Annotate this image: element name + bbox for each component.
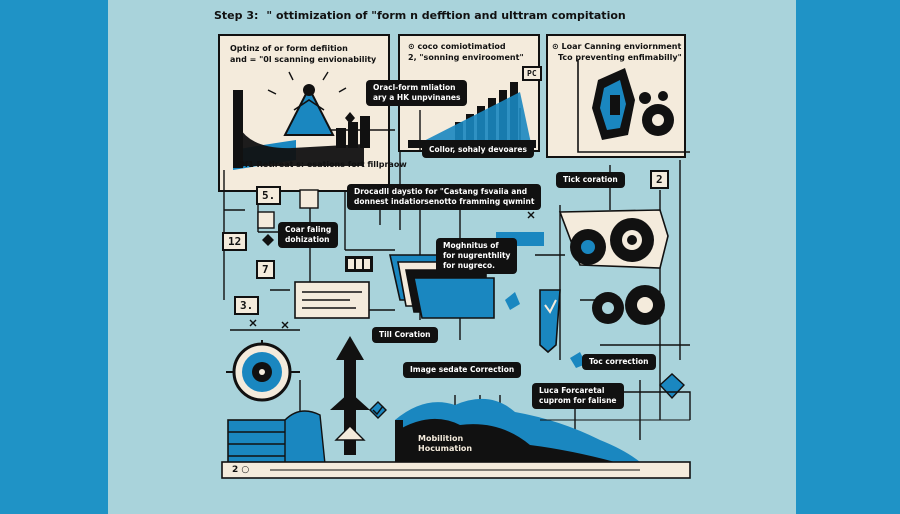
label-till-coration: Till Coration: [372, 327, 438, 343]
label-tick-coration: Tick coration: [556, 172, 625, 188]
label-oracl-form: Oracl-form mliation ary a HK unpvinanes: [366, 80, 468, 106]
label-procedure: Drocadll daystio for "Castang fsvaiia an…: [347, 184, 542, 210]
label-magnitus-line1: Moghnitus of: [443, 241, 499, 250]
label-oracl-form-line2: ary a HK unpvinanes: [373, 93, 461, 102]
label-coar-faling-line1: Coar faling: [285, 225, 332, 234]
card-middle-title: ⊙ coco comiotimatiod: [408, 42, 506, 51]
step-label: Step 3:: [214, 9, 259, 22]
label-image-correction: Image sedate Correction: [403, 362, 522, 378]
footer-marker: 2 ○: [232, 465, 250, 475]
card-right-title: ⊙ Loar Canning enviornment: [552, 42, 682, 51]
label-retreats: Of1 Retireat s: esations fort fillpraow: [238, 160, 407, 169]
label-toc-correction: Toc correction: [582, 354, 656, 370]
card-left-title: Optinz of or form defiition: [230, 44, 348, 53]
label-luca: Luca Forcaretal cuprom for falisne: [532, 383, 624, 409]
label-procedure-line1: Drocadll daystio for "Castang fsvaiia an…: [354, 187, 528, 196]
label-mobilition: Mobilition Hocumation: [418, 434, 472, 454]
label-mobilition-line2: Hocumation: [418, 444, 473, 453]
label-luca-line2: cuprom for falisne: [539, 396, 617, 405]
label-coar-faling: Coar faling dohization: [278, 222, 339, 248]
label-magnitus-line2: for nugrenthlity: [443, 251, 511, 260]
label-coar-faling-line2: dohization: [285, 235, 330, 244]
label-magnitus-line3: for nugreco.: [443, 261, 496, 270]
page-title: " ottimization of "form n defftion and u…: [266, 9, 626, 22]
label-mobilition-line1: Mobilition: [418, 434, 464, 443]
label-oracl-form-line1: Oracl-form mliation: [373, 83, 456, 92]
card-left-subtitle: and = "0l scanning envionability: [230, 55, 377, 64]
label-magnitus: Moghnitus of for nugrenthlity for nugrec…: [436, 238, 518, 274]
page-heading: Step 3: " ottimization of "form n defftio…: [214, 9, 626, 22]
tag-pc: PC: [522, 66, 542, 81]
label-luca-line1: Luca Forcaretal: [539, 386, 605, 395]
label-procedure-line2: donnest indatiorsenotto framming qwmint: [354, 197, 535, 206]
marker-2: 2: [650, 170, 669, 189]
label-collor: Collor, sohaly devoares: [422, 142, 534, 158]
card-middle-subtitle: 2, "sonning envirooment": [408, 53, 524, 62]
marker-3: 3.: [234, 296, 260, 315]
marker-5: 5.: [256, 186, 282, 205]
marker-12: 12: [222, 232, 248, 251]
card-right-subtitle: Tco preventing enfimabilly": [558, 53, 682, 62]
marker-7: 7: [256, 260, 275, 279]
